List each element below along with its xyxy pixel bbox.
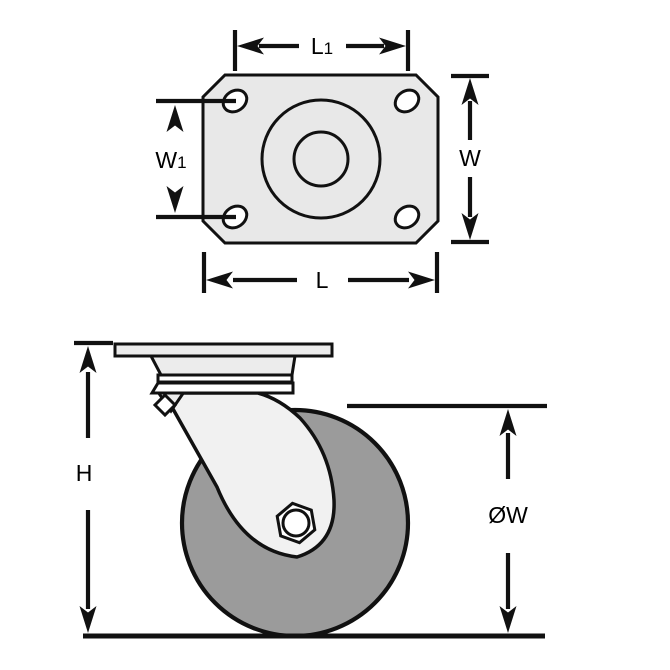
dim-l1-label: L1 xyxy=(311,33,333,59)
dim-w-arrow-down xyxy=(461,213,479,240)
kingpin-hole-circle xyxy=(292,130,350,188)
grease-fitting-diamond xyxy=(152,392,178,418)
dim-l: L xyxy=(201,252,440,293)
dim-l-label: L xyxy=(316,267,329,293)
swivel-ring-lower xyxy=(149,381,295,395)
dim-w1: W1 xyxy=(155,98,236,220)
dim-w1-label: W1 xyxy=(155,147,186,173)
dim-h: H xyxy=(74,340,113,633)
dim-l-arrow-left xyxy=(206,271,233,289)
dim-w-label: W xyxy=(459,145,481,171)
bolt-hole-bottom-right xyxy=(393,204,421,230)
side-view: H ØW xyxy=(74,340,547,639)
bolt-hole-top-right xyxy=(393,88,421,114)
top-plate-side xyxy=(113,342,334,358)
dim-l-arrow-right xyxy=(408,271,435,289)
dim-w-arrow-up xyxy=(461,78,479,105)
axle-nut-circle xyxy=(281,508,311,538)
dim-dia-w-arrow-down xyxy=(499,606,517,633)
dim-w1-arrow-up xyxy=(166,105,184,132)
swivel-race-outer-circle xyxy=(260,98,382,220)
dim-dia-w: ØW xyxy=(488,409,528,633)
swivel-housing xyxy=(148,354,297,377)
dim-dia-w-arrow-up xyxy=(499,409,517,436)
dim-h-arrow-down xyxy=(79,606,97,633)
dim-l1: L1 xyxy=(232,30,411,71)
dim-w: W xyxy=(451,73,489,245)
dim-h-arrow-up xyxy=(79,346,97,373)
top-view: W1 L1 W xyxy=(155,30,489,293)
mounting-plate xyxy=(201,73,440,245)
dim-dia-w-label: ØW xyxy=(488,502,528,528)
dim-h-label: H xyxy=(76,460,93,486)
dim-w1-arrow-down xyxy=(166,186,184,213)
